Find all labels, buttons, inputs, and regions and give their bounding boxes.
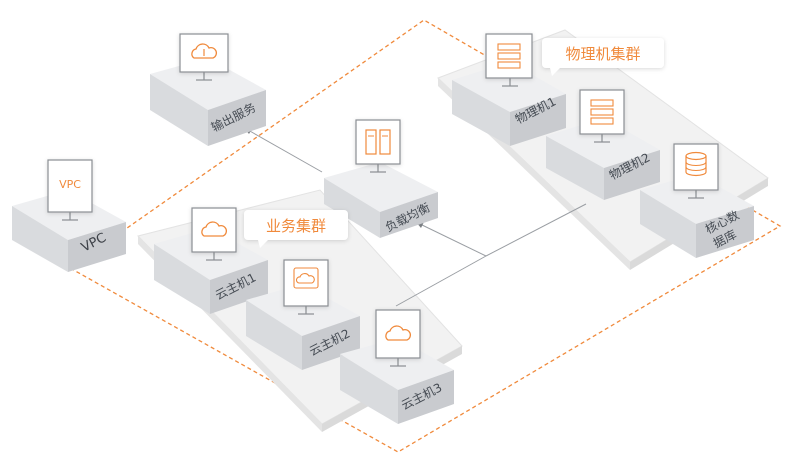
physical-machine-1-node: 物理机1 xyxy=(452,33,566,146)
cloud-monitor-icon-3 xyxy=(375,309,421,367)
host3-to-bus-line xyxy=(395,255,487,307)
vpc-boundary xyxy=(68,19,782,453)
physical-cluster-callout: 物理机集群 xyxy=(542,38,664,76)
cloud-monitor-icon xyxy=(179,33,229,81)
business-cluster-callout: 业务集群 xyxy=(244,210,348,248)
lb-to-output-line xyxy=(247,129,323,173)
hosts-to-lb-line xyxy=(419,223,487,257)
server-monitor-icon xyxy=(485,33,533,87)
business-cluster-text: 业务集群 xyxy=(266,217,326,235)
core-database-node: 核心数 据库 xyxy=(640,143,754,258)
cloud-monitor-icon-1 xyxy=(191,207,237,261)
cloud-host-3-node: 云主机3 xyxy=(340,309,454,424)
physical-to-bus-line xyxy=(485,203,587,257)
vpc-node: VPC VPC xyxy=(12,159,126,272)
physical-machine-2-node: 物理机2 xyxy=(546,89,660,200)
output-service-node: 输出服务 xyxy=(150,33,266,146)
physical-cluster-text: 物理机集群 xyxy=(565,45,640,63)
vpc-monitor-icon: VPC xyxy=(47,159,93,221)
database-monitor-icon xyxy=(673,143,719,199)
server-rack-monitor-icon xyxy=(355,119,401,173)
server-monitor-icon-2 xyxy=(579,89,625,143)
vpc-monitor-text: VPC xyxy=(59,178,81,191)
cloud-monitor-icon-2 xyxy=(283,259,329,315)
cloud-host-1-node: 云主机1 xyxy=(154,207,268,314)
